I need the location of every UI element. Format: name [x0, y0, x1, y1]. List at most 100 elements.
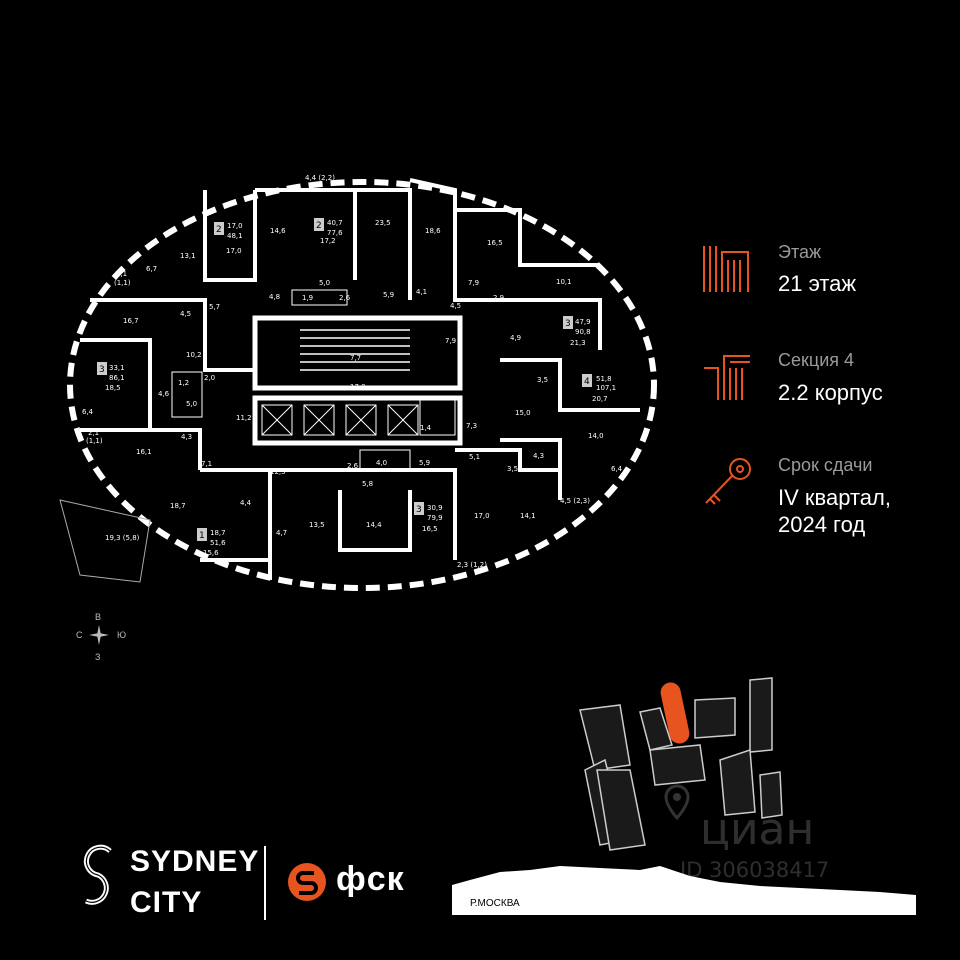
area-label: 1,9: [302, 294, 313, 302]
area-label: 2,3 (1,2): [457, 561, 487, 569]
area-label: 5,0: [186, 400, 197, 408]
lift-shafts: [261, 404, 419, 436]
area-label: 6,4: [611, 465, 623, 473]
sydney-text: SYDNEY: [130, 845, 260, 878]
city-text: CITY: [130, 886, 203, 919]
area-label: 17,0: [226, 247, 242, 255]
area-label: 2,1: [116, 270, 127, 278]
facade-outline: [67, 179, 657, 591]
area-label: 7,9: [445, 337, 456, 345]
area-label: 17,0: [474, 512, 490, 520]
area-label: 4,4: [240, 499, 252, 507]
area-label: 86,1: [109, 374, 125, 382]
area-label: 3,5: [537, 376, 548, 384]
area-label: 40,7: [327, 219, 343, 227]
compass-north: В: [95, 612, 102, 622]
area-label: 4,1: [416, 288, 427, 296]
svg-text:2: 2: [316, 221, 322, 231]
key-icon: [705, 458, 751, 505]
area-label: 10,1: [556, 278, 572, 286]
area-label: 17,0: [350, 383, 366, 391]
area-label: 18,6: [425, 227, 441, 235]
area-label: 3,5: [507, 465, 518, 473]
area-label: 16,7: [123, 317, 139, 325]
area-label: 77,6: [327, 229, 343, 237]
svg-text:4: 4: [584, 377, 590, 387]
floor-caption: Этаж: [778, 242, 822, 262]
area-label: 13,1: [180, 252, 196, 260]
area-label: 4,0: [376, 459, 387, 467]
area-label: 14,4: [366, 521, 382, 529]
floor-value: 21 этаж: [778, 271, 857, 296]
area-labels: 4,4 (2,2) 17,0 48,1 17,0 14,6 40,7 77,6 …: [82, 174, 623, 569]
area-label: 7,7: [350, 354, 361, 362]
area-label: 4,3: [533, 452, 544, 460]
area-label: 79,9: [427, 514, 443, 522]
core-lifts: [252, 395, 463, 446]
area-label: 4,3: [181, 433, 192, 441]
area-label: 15,0: [515, 409, 531, 417]
fsk-text: фск: [336, 860, 405, 898]
area-label: 30,9: [427, 504, 443, 512]
area-label: 16,1: [136, 448, 152, 456]
area-label: 18,7: [170, 502, 186, 510]
area-label: 15,6: [203, 549, 219, 557]
area-label: 10,2: [186, 351, 202, 359]
area-label: 2,6: [347, 462, 359, 470]
area-label: 14,1: [520, 512, 536, 520]
area-label: 4,7: [276, 529, 287, 537]
apartment-walls: [80, 178, 640, 580]
area-label: 14,0: [588, 432, 604, 440]
area-label: 48,1: [227, 232, 243, 240]
area-label: 7,9: [468, 279, 479, 287]
area-label: 2,6: [339, 294, 351, 302]
section-caption: Секция 4: [778, 350, 855, 370]
stair-lines: [300, 329, 410, 371]
location-pin-icon: [664, 784, 690, 820]
area-label: 16,5: [487, 239, 503, 247]
compass-south: З: [95, 652, 101, 662]
area-label: 2,1: [88, 429, 99, 437]
area-label: 51,6: [210, 539, 226, 547]
area-label: (1,1): [86, 437, 103, 445]
section-value: 2.2 корпус: [778, 380, 883, 405]
logo-divider: [264, 846, 266, 920]
area-label: 33,1: [109, 364, 125, 372]
area-label: 21,3: [570, 339, 586, 347]
area-label: 18,7: [210, 529, 226, 537]
area-label: 1,2: [178, 379, 189, 387]
area-label: 4,5: [180, 310, 191, 318]
deadline-value-line2: 2024 год: [778, 512, 866, 537]
area-label: 12,5: [270, 468, 286, 476]
area-label: 5,9: [419, 459, 430, 467]
area-label: 17,0: [227, 222, 243, 230]
area-label: 14,6: [270, 227, 286, 235]
area-label: 5,1: [469, 453, 480, 461]
area-label: 1,4: [420, 424, 432, 432]
area-label: 19,3 (5,8): [105, 534, 140, 542]
area-label: 2,9: [493, 294, 504, 302]
svg-text:1: 1: [199, 531, 205, 541]
area-label: 4,6: [158, 390, 170, 398]
area-label: 17,2: [320, 237, 336, 245]
watermark-brand: циан: [700, 804, 815, 855]
floor-icon: [703, 246, 749, 292]
compass-west: С: [76, 630, 83, 640]
terrace-outline: [59, 499, 151, 583]
area-label: 51,8: [596, 375, 612, 383]
area-label: 4,9: [510, 334, 521, 342]
sydney-city-emblem-icon: [83, 844, 112, 905]
area-label: 23,5: [375, 219, 391, 227]
river-label: Р.МОСКВА: [470, 898, 520, 909]
area-label: 11,2: [236, 414, 252, 422]
interior-lines: [171, 289, 456, 471]
area-label: 4,4 (2,2): [305, 174, 335, 182]
area-label: 5,0: [319, 279, 330, 287]
area-label: 4,5 (2,3): [560, 497, 590, 505]
room-badges: 2 2 3 3 4 3 1: [97, 218, 592, 541]
area-label: 6,7: [146, 265, 157, 273]
deadline-caption: Срок сдачи: [778, 455, 873, 475]
deadline-value-line1: IV квартал,: [778, 485, 891, 510]
area-label: 20,7: [592, 395, 608, 403]
area-label: 4,5: [450, 302, 461, 310]
